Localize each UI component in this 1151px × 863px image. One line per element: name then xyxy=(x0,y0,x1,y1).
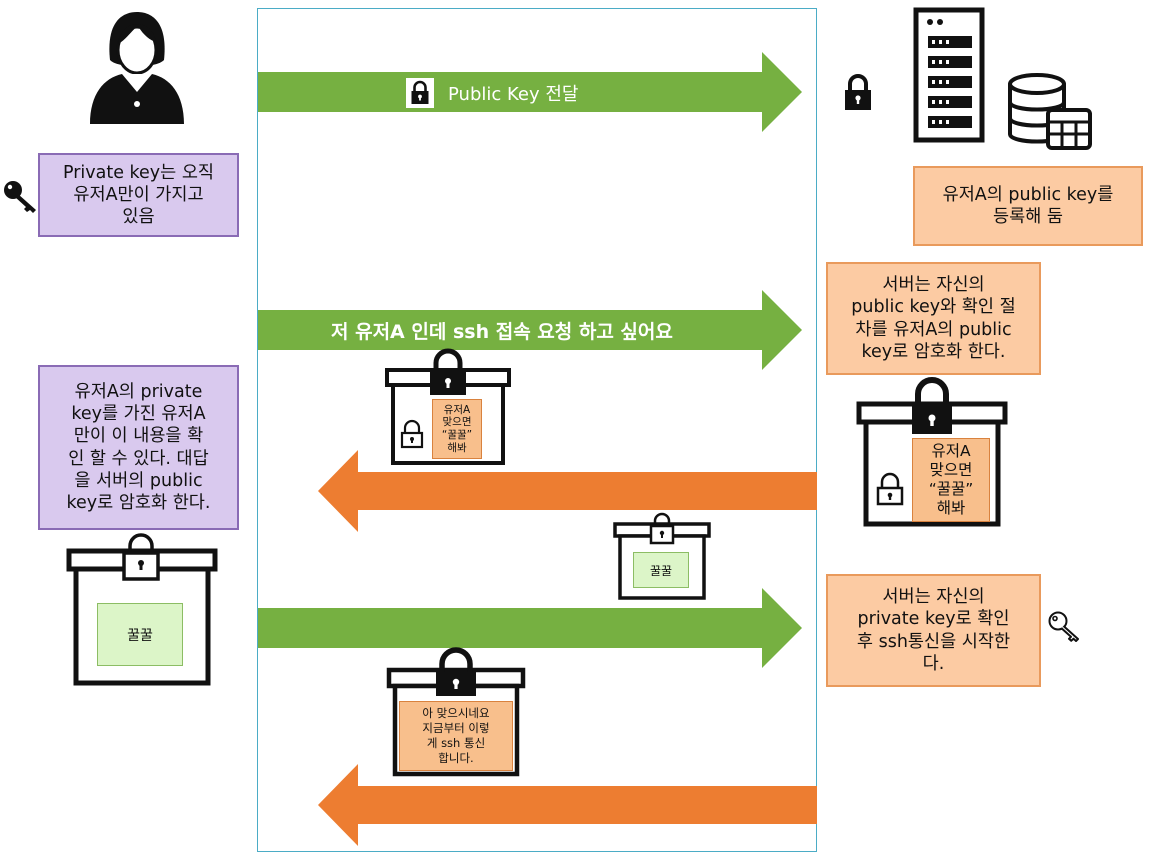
challenge-message-large: 유저A 맞으면 “꿀꿀” 해봐 xyxy=(912,438,990,522)
channel-frame xyxy=(257,8,817,852)
server-icon xyxy=(913,7,985,143)
welcome-message: 아 맞으시네요 지금부터 이렇 게 ssh 통신 합니다. xyxy=(399,701,513,771)
padlock-icon xyxy=(406,78,434,108)
arrow-welcome xyxy=(318,764,817,846)
answer-message-small: 꿀꿀 xyxy=(633,552,689,588)
arrow-challenge-reply xyxy=(318,450,817,532)
locked-box-icon: 아 맞으시네요 지금부터 이렇 게 ssh 통신 합니다. xyxy=(386,647,526,778)
locked-box-icon: 꿀꿀 xyxy=(66,533,218,687)
arrow-answer xyxy=(258,588,802,668)
note-server-confirms: 서버는 자신의 private key로 확인 후 ssh통신을 시작한 다. xyxy=(826,574,1041,687)
database-icon xyxy=(1008,73,1092,150)
ssh-request-text: 저 유저A 인데 ssh 접속 요청 하고 싶어요 xyxy=(331,320,673,343)
public-key-transfer-text: Public Key 전달 xyxy=(448,84,579,105)
note-server-encrypts: 서버는 자신의 public key와 확인 절 차를 유저A의 public … xyxy=(826,262,1041,375)
arrow-ssh-request xyxy=(258,290,802,370)
answer-message-large: 꿀꿀 xyxy=(97,603,183,666)
note-private-key-only: Private key는 오직 유저A만이 가지고 있음 xyxy=(38,153,239,237)
arrow-public-key xyxy=(258,52,802,132)
locked-box-icon: 유저A 맞으면 “꿀꿀” 해봐 xyxy=(856,377,1008,528)
locked-box-icon: 꿀꿀 xyxy=(612,512,712,602)
key-outline-icon xyxy=(1048,611,1079,642)
challenge-message-small: 유저A 맞으면 “꿀꿀” 해봐 xyxy=(432,399,482,459)
user-icon xyxy=(90,12,184,124)
arrow-public-key-label: Public Key 전달 xyxy=(406,78,578,108)
note-register-public-key: 유저A의 public key를 등록해 둠 xyxy=(913,166,1143,246)
padlock-icon xyxy=(845,74,871,110)
note-user-decrypts: 유저A의 private key를 가진 유저A 만이 이 내용을 확 인 할 … xyxy=(38,365,239,530)
key-icon xyxy=(4,181,36,213)
locked-box-icon: 유저A 맞으면 “꿀꿀” 해봐 xyxy=(384,348,512,467)
